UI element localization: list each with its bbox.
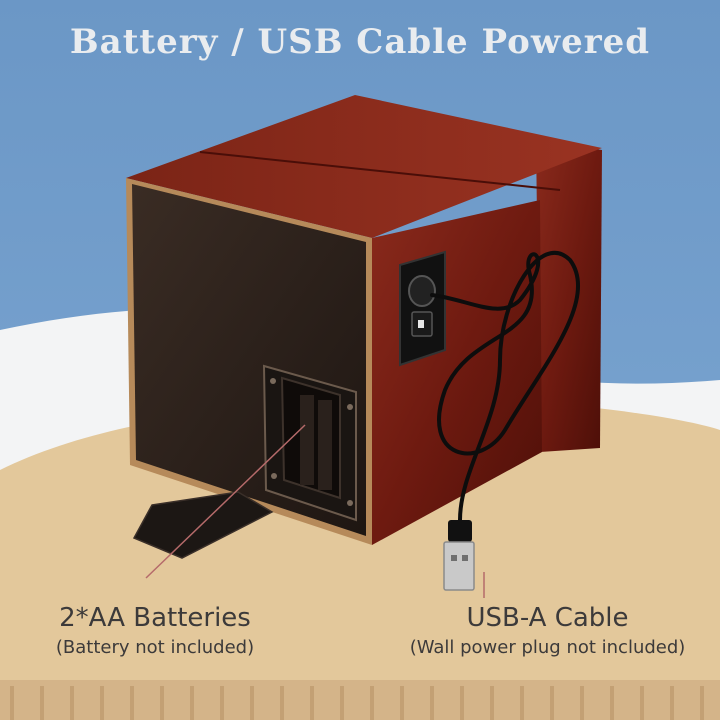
usb-plug bbox=[443, 520, 475, 591]
usb-caption-subtitle: (Wall power plug not included) bbox=[409, 637, 686, 658]
power-panel bbox=[399, 250, 446, 367]
watch-winder-box bbox=[126, 95, 602, 598]
bottom-strip bbox=[0, 680, 720, 720]
box-right-block bbox=[536, 140, 602, 452]
battery-pointer-line bbox=[145, 424, 306, 579]
battery-cover bbox=[132, 491, 274, 559]
battery-caption-subtitle: (Battery not included) bbox=[55, 637, 255, 658]
usb-caption-title: USB-A Cable bbox=[466, 603, 629, 633]
battery-caption: 2*AA Batteries (Battery not included) bbox=[20, 603, 290, 658]
battery-caption-title: 2*AA Batteries bbox=[59, 603, 251, 633]
usb-cable bbox=[430, 250, 581, 522]
headline: Battery / USB Cable Powered bbox=[69, 22, 651, 62]
box-top bbox=[126, 95, 602, 238]
battery-compartment bbox=[262, 364, 357, 522]
usb-caption: USB-A Cable (Wall power plug not include… bbox=[395, 603, 700, 658]
bottom-stripes bbox=[10, 686, 704, 720]
